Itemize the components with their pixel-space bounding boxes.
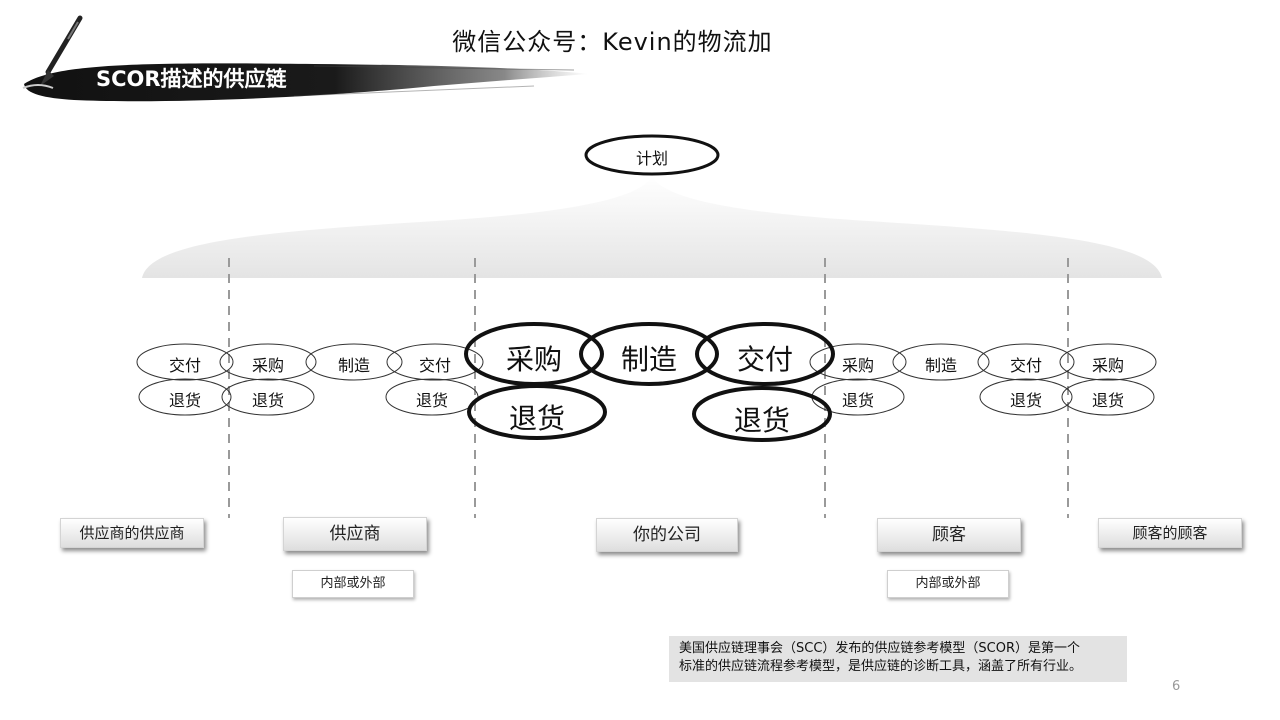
c3-deliver-label: 交付 [996,352,1056,376]
note-line-2: 标准的供应链流程参考模型，是供应链的诊断工具，涵盖了所有行业。 [679,658,1117,676]
c3-return-label: 退货 [996,387,1056,411]
suppliers-supplier-box: 供应商的供应商 [60,518,204,548]
s1-deliver-label: 交付 [155,352,215,376]
c1-return-label: 退货 [828,387,888,411]
customer-box: 顾客 [877,518,1021,552]
page-number: 6 [1172,679,1180,694]
note-line-1: 美国供应链理事会（SCC）发布的供应链参考模型（SCOR）是第一个 [679,640,1117,658]
c2-make-label: 制造 [911,352,971,376]
s3-make-label: 制造 [324,352,384,376]
your-company-box: 你的公司 [596,518,738,552]
s1-return-label: 退货 [155,387,215,411]
plan-canopy [142,176,1162,278]
s4-return-label: 退货 [402,387,462,411]
supplier-scope-box: 内部或外部 [292,570,414,598]
company-source-label: 采购 [494,338,574,378]
company-deliver-return-label: 退货 [722,399,802,439]
company-source-return-label: 退货 [497,397,577,437]
scor-note: 美国供应链理事会（SCC）发布的供应链参考模型（SCOR）是第一个 标准的供应链… [669,636,1127,682]
c4-source-label: 采购 [1078,352,1138,376]
s4-deliver-label: 交付 [405,352,465,376]
customers-customer-box: 顾客的顾客 [1098,518,1242,548]
s2-source-label: 采购 [238,352,298,376]
supplier-box: 供应商 [283,517,427,551]
customer-scope-box: 内部或外部 [887,570,1009,598]
s2-return-label: 退货 [238,387,298,411]
company-make-label: 制造 [609,338,689,378]
c1-source-label: 采购 [828,352,888,376]
plan-label: 计划 [612,145,692,169]
company-deliver-label: 交付 [725,338,805,378]
c4-return-label: 退货 [1078,387,1138,411]
